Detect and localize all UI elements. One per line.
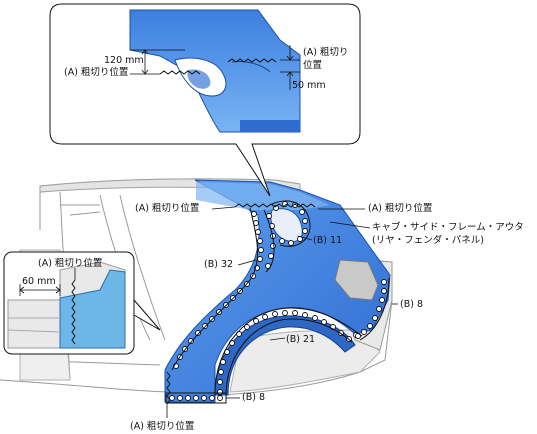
leader-lines: [166, 206, 398, 418]
label-weld-b21: (B) 21: [286, 334, 316, 345]
label-weld-b11: (B) 11: [313, 235, 343, 246]
label-cut-upper-right: (A) 粗切り位置: [368, 203, 433, 214]
label-left-cut: (A) 粗切り位置: [38, 258, 103, 269]
spot-weld-chain-b8-right: [355, 279, 387, 339]
label-top-cut-left: (A) 粗切り位置: [64, 67, 129, 78]
weld-chain-outlines: [165, 200, 390, 404]
label-cut-upper-left: (A) 粗切り位置: [135, 203, 200, 214]
label-dim-50mm: 50 mm: [292, 80, 326, 91]
detail-inset-left: [3, 251, 161, 355]
rear-fender-panel: [164, 179, 391, 403]
label-dim-60mm: 60 mm: [22, 276, 56, 287]
label-weld-b8-bottom: (B) 8: [242, 392, 265, 403]
label-panel-name: キャブ・サイド・フレーム・アウタ: [372, 222, 524, 233]
label-dim-120mm: 120 mm: [104, 55, 144, 66]
label-panel-subname: (リヤ・フェンダ・パネル): [372, 235, 484, 246]
label-top-cut-right-2: 位置: [303, 60, 323, 71]
rough-cut-lines: [166, 203, 316, 405]
label-cut-bottom: (A) 粗切り位置: [130, 421, 195, 432]
tail-lamp-area: [334, 259, 379, 301]
spot-weld-chain-b8-bottom: [169, 395, 223, 401]
detail-inset-top: [49, 3, 361, 197]
label-weld-b8-right: (B) 8: [400, 299, 423, 310]
label-weld-b32: (B) 32: [204, 259, 234, 270]
label-top-cut-right-1: (A) 粗切り: [303, 47, 349, 58]
